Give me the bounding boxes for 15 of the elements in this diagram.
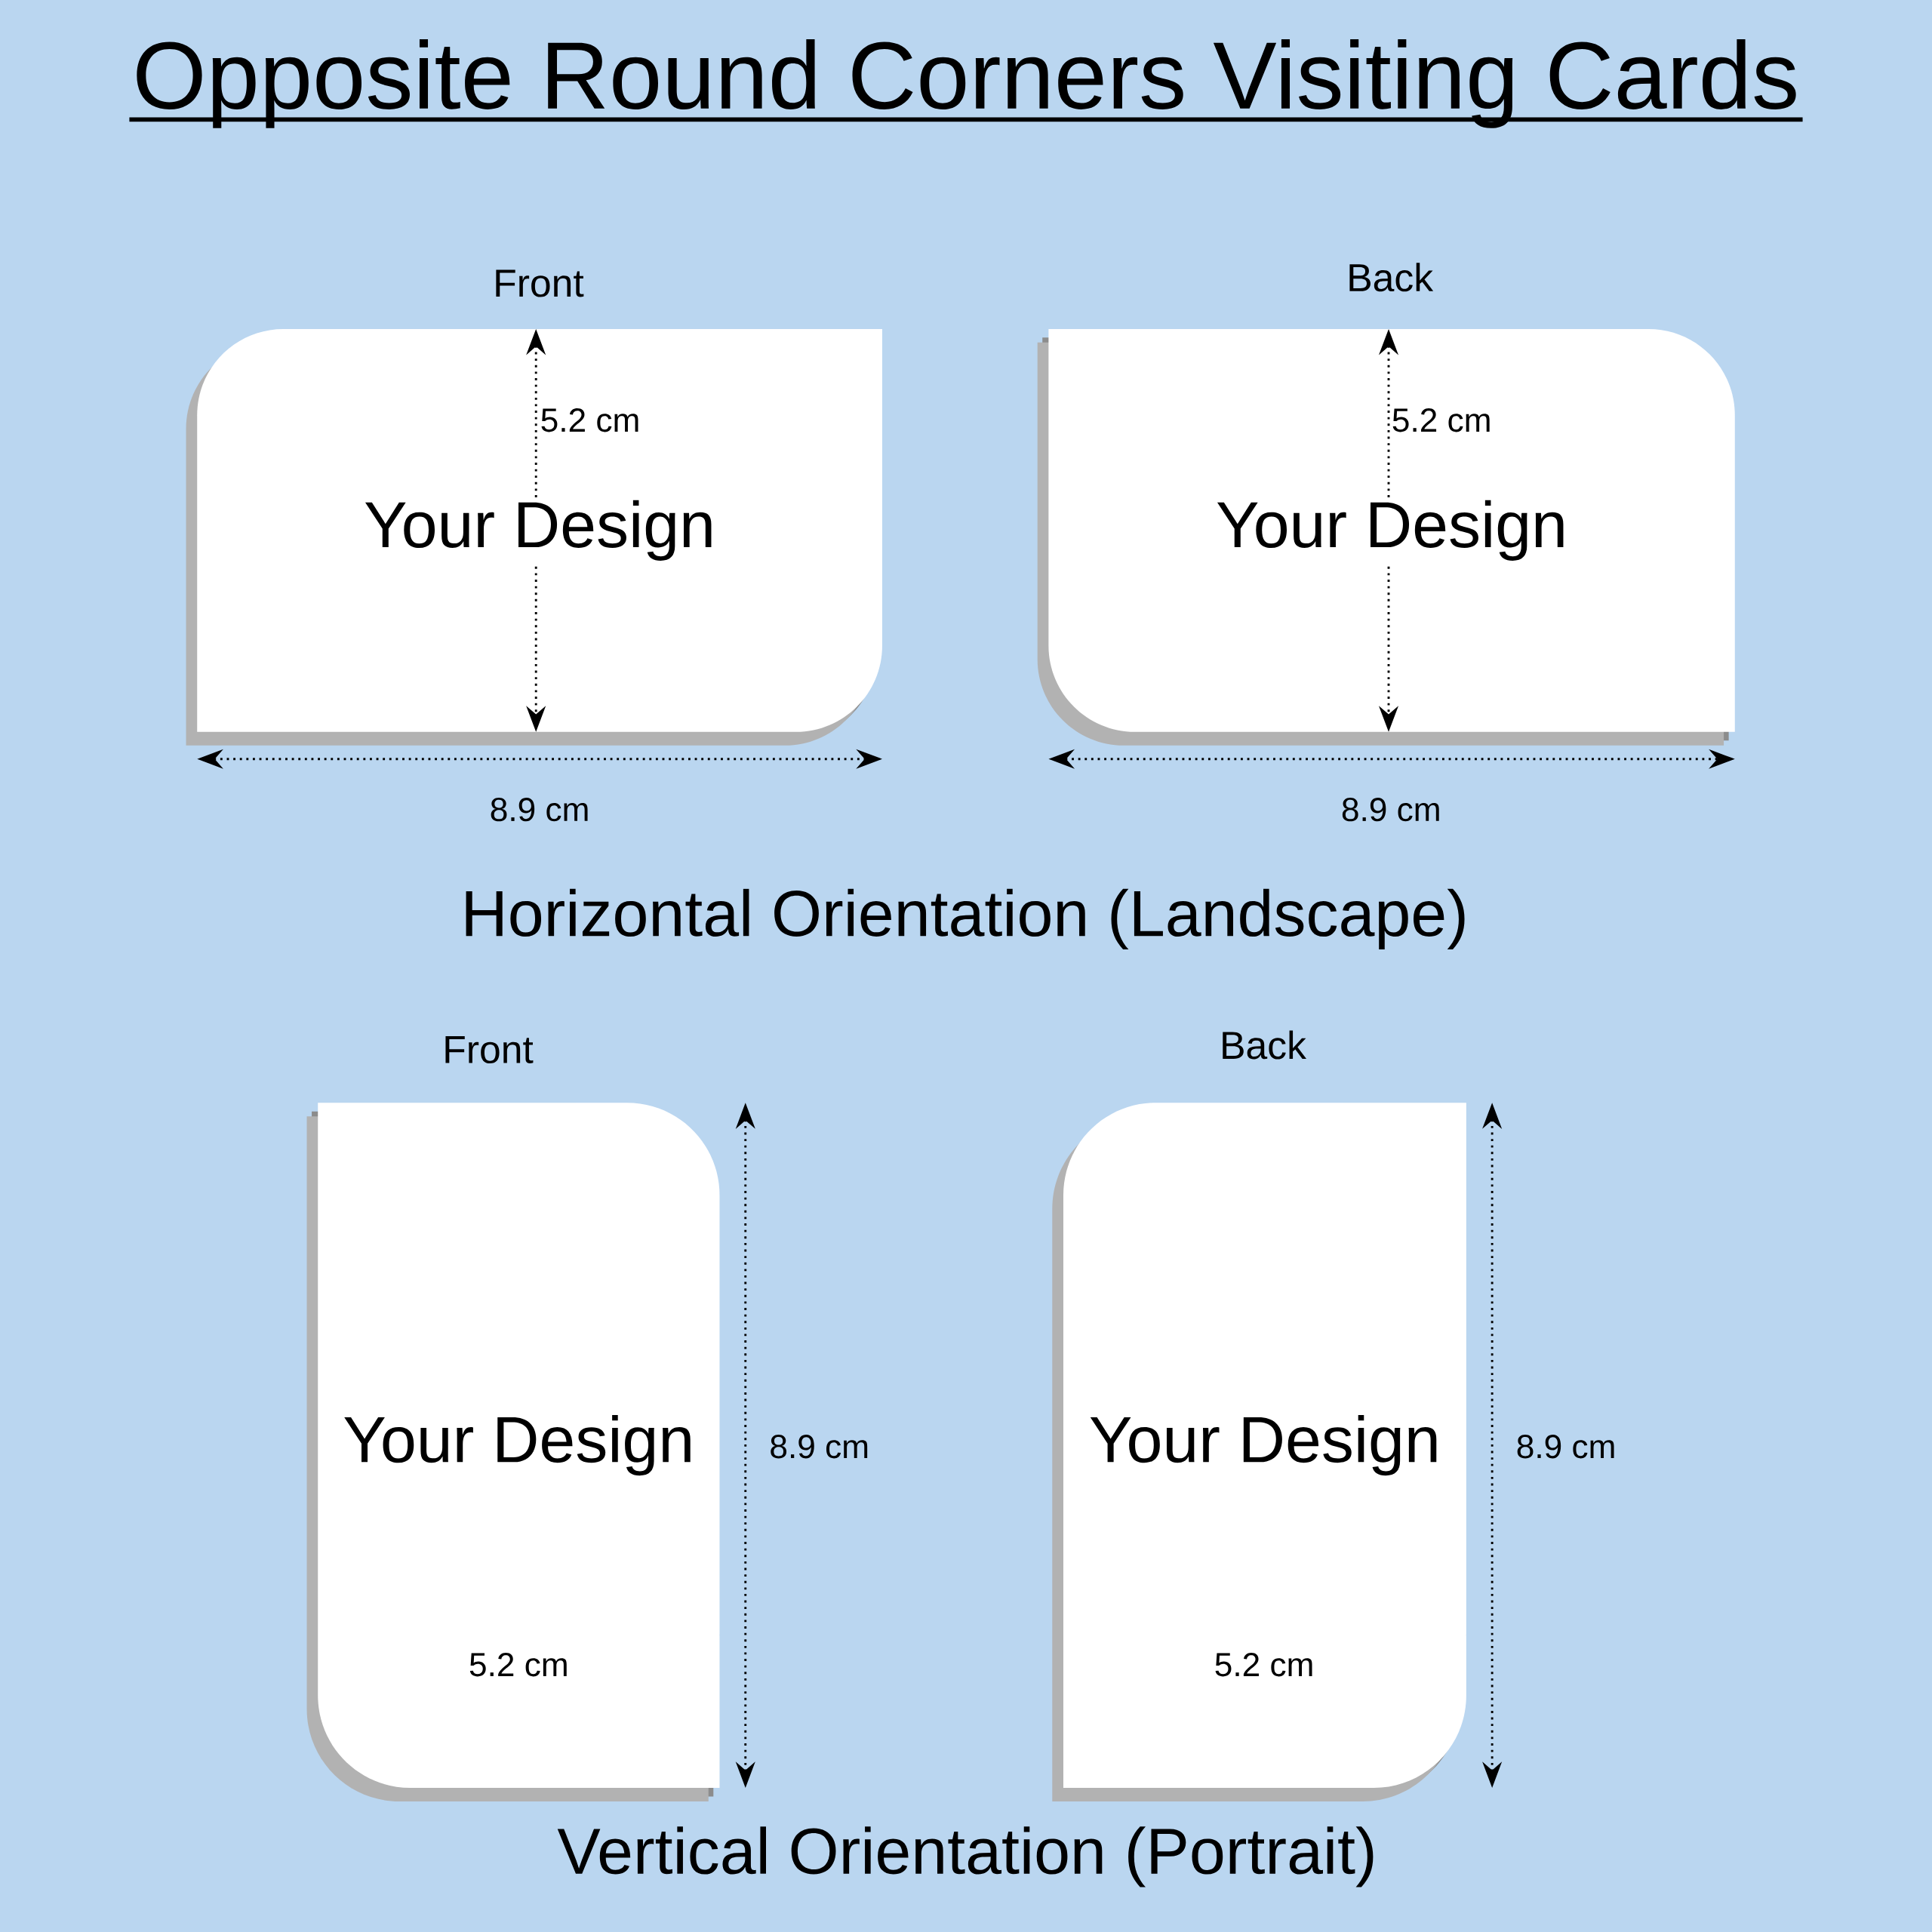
node-label: Front <box>445 1035 534 1064</box>
dimension-label: 8.9 cm <box>1342 798 1439 822</box>
section-heading: Vertical Orientation (Portrait) <box>557 1826 1374 1887</box>
node-label: Back <box>1223 1030 1306 1060</box>
dimension-label: 8.9 cm <box>771 1435 868 1459</box>
dimension-label: 8.9 cm <box>491 798 588 822</box>
dimension-label: 5.2 cm <box>1392 408 1490 432</box>
title: Opposite Round Corners Visiting Cards <box>129 39 1803 128</box>
section-heading: Horizontal Orientation (Landscape) <box>466 888 1465 950</box>
dimension-label: 5.2 cm <box>469 1653 567 1677</box>
dimension-label: 5.2 cm <box>541 408 638 432</box>
dimension-label: 5.2 cm <box>1215 1653 1312 1677</box>
dimension-label: 8.9 cm <box>1517 1435 1614 1459</box>
node-label: Front <box>496 269 584 297</box>
node-label: Back <box>1349 263 1434 292</box>
